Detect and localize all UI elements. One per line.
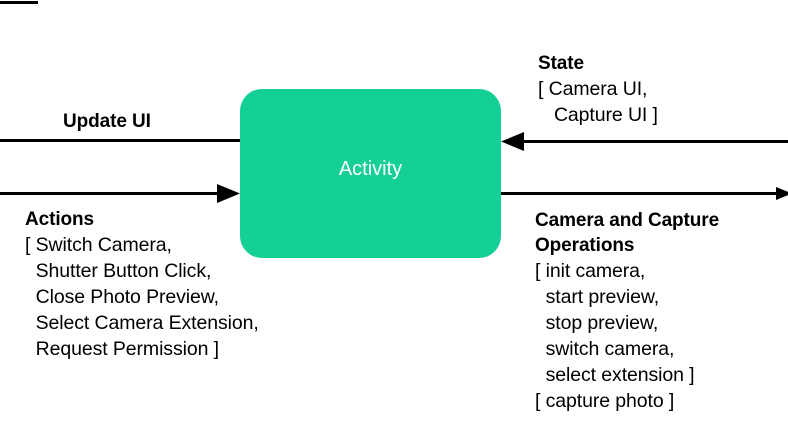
state-item: [ Camera UI,: [538, 78, 648, 100]
state-block: State [ Camera UI, Capture UI ]: [538, 51, 658, 128]
camera-operations-header-line-1: Camera and Capture: [535, 210, 720, 231]
camera-operations-item: [ capture photo ]: [535, 390, 675, 412]
state-header: State: [538, 53, 584, 74]
actions-item: Request Permission ]: [25, 338, 219, 360]
camera-operations-header-line-2: Operations: [535, 235, 635, 256]
activity-node-shape[interactable]: [240, 89, 501, 258]
activity-node-label: Activity: [338, 158, 403, 180]
actions-flow-arrowhead: [217, 184, 240, 203]
camera-operations-block: Camera and Capture Operations [ init cam…: [535, 208, 719, 414]
camera-operations-flow-arrowhead: [776, 187, 788, 200]
actions-item: Shutter Button Click,: [25, 260, 212, 282]
camera-operations-item: start preview,: [535, 286, 660, 308]
state-item: Capture UI ]: [538, 104, 658, 126]
actions-block: Actions [ Switch Camera, Shutter Button …: [25, 207, 259, 362]
top-left-rule: [0, 1, 38, 4]
update-ui-label: Update UI: [63, 111, 151, 132]
camera-operations-item: select extension ]: [535, 364, 695, 386]
actions-item: [ Switch Camera,: [25, 234, 172, 256]
camera-operations-item: stop preview,: [535, 312, 659, 334]
actions-item: Select Camera Extension,: [25, 312, 259, 334]
state-flow-arrowhead: [501, 132, 524, 151]
actions-item: Close Photo Preview,: [25, 286, 219, 308]
actions-header: Actions: [25, 209, 94, 230]
camera-operations-item: [ init camera,: [535, 260, 646, 282]
camera-operations-item: switch camera,: [535, 338, 675, 360]
